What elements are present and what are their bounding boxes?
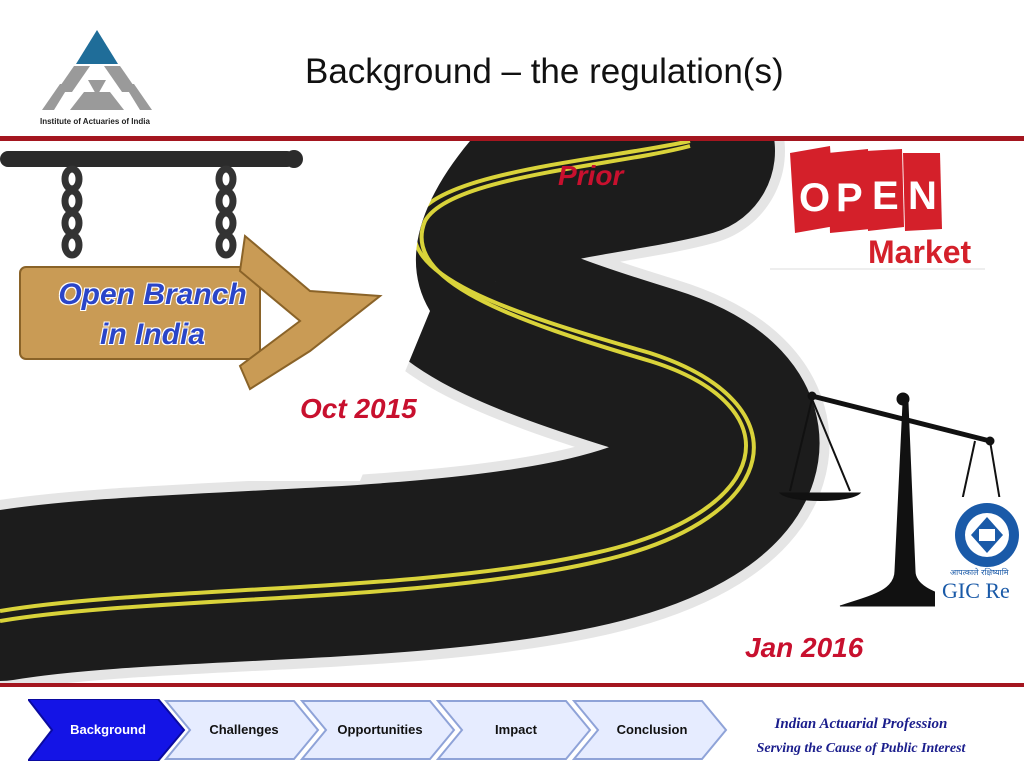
nav-label: Opportunities — [337, 722, 423, 737]
bottom-divider — [0, 683, 1024, 687]
road-illustration: O P E N Market — [0, 141, 1001, 683]
nav-label: Conclusion — [616, 722, 688, 737]
milestone-prior: Prior — [558, 160, 624, 191]
sign-text: Open Branch in India — [30, 275, 275, 355]
nav-background[interactable]: Background — [28, 699, 188, 761]
top-divider — [0, 136, 1024, 141]
nav-label: Background — [70, 722, 146, 737]
nav-impact[interactable]: Impact — [436, 699, 596, 761]
svg-text:P: P — [836, 176, 863, 220]
svg-text:Market: Market — [868, 234, 972, 270]
gic-re-logo-icon — [935, 497, 1024, 609]
road-line-a — [0, 144, 748, 613]
milestone-oct-2015: Oct 2015 — [300, 393, 417, 424]
logo-caption: Institute of Actuaries of India — [40, 117, 150, 126]
nav-label: Impact — [495, 722, 537, 737]
road-line-b — [0, 141, 756, 623]
nav-conclusion[interactable]: Conclusion — [572, 699, 732, 761]
milestone-jan-2016: Jan 2016 — [745, 632, 864, 663]
institute-logo-icon — [42, 30, 152, 110]
nav-challenges[interactable]: Challenges — [164, 699, 324, 761]
gic-name: GIC Re — [942, 578, 1010, 603]
svg-text:O: O — [799, 176, 830, 220]
svg-text:E: E — [872, 174, 899, 218]
gic-motto: आपत्काले रक्षिष्यामि — [950, 568, 1009, 577]
section-nav: Background Challenges Opportunities Impa… — [28, 699, 728, 761]
open-market-tags: O P E N Market — [770, 146, 985, 270]
page-title: Background – the regulation(s) — [305, 52, 784, 91]
road-surface — [0, 141, 820, 681]
nav-label: Challenges — [209, 722, 279, 737]
footer-line-2: Serving the Cause of Public Interest — [756, 741, 966, 756]
sign-line-1: Open Branch — [58, 278, 247, 311]
svg-text:N: N — [908, 174, 937, 218]
signpost — [0, 150, 383, 391]
sign-line-2: in India — [100, 318, 205, 351]
nav-opportunities[interactable]: Opportunities — [300, 699, 460, 761]
footer-line-1: Indian Actuarial Profession — [774, 716, 948, 732]
